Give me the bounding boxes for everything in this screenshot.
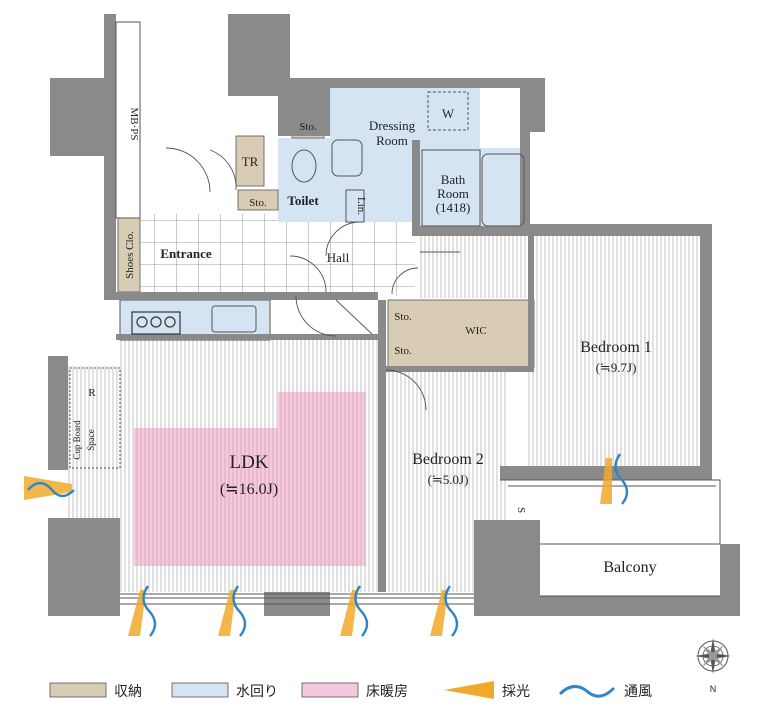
bathroom-floor bbox=[420, 148, 528, 232]
legend-swatch-water bbox=[171, 682, 229, 698]
room-labels: MB·PS TR Sto. Sto. Toilet Lin. Dressing … bbox=[72, 106, 657, 576]
entrance-label: Entrance bbox=[160, 246, 212, 261]
legend-ventilation-icon bbox=[558, 685, 616, 698]
ventilation-icon bbox=[444, 585, 459, 637]
toilet-floor bbox=[278, 138, 330, 222]
dressing-label: Dressing bbox=[369, 118, 416, 133]
legend: 収納 水回り 床暖房 採光 通風 bbox=[49, 681, 652, 699]
cooktop bbox=[131, 311, 181, 335]
sto-wic-label-2: Sto. bbox=[394, 345, 412, 357]
lin-floor bbox=[346, 190, 364, 222]
legend-swatch-floor-heat bbox=[301, 682, 359, 698]
mbps-label: MB·PS bbox=[128, 107, 140, 140]
space-label: Space bbox=[86, 429, 96, 451]
legend-label-storage: 収納 bbox=[114, 683, 142, 699]
bedroom2-size: (≒5.0J) bbox=[428, 472, 469, 487]
tr-storage bbox=[235, 135, 265, 187]
tr-label: TR bbox=[242, 154, 259, 169]
legend-label-water: 水回り bbox=[236, 683, 278, 699]
bath-inner bbox=[421, 149, 481, 227]
bath-label-2: Room bbox=[437, 186, 469, 201]
entrance-tiles bbox=[140, 214, 415, 296]
bedroom1-size: (≒9.7J) bbox=[596, 360, 637, 375]
ventilation-icon bbox=[354, 585, 369, 637]
sto-wic-label-1: Sto. bbox=[394, 311, 412, 323]
daylight-icon bbox=[430, 590, 448, 636]
ldk-label: LDK bbox=[229, 452, 268, 473]
cupboard-label: Cup Board bbox=[72, 420, 82, 460]
sink bbox=[331, 139, 363, 177]
mbps-outline bbox=[115, 21, 141, 219]
ventilation-icon bbox=[27, 481, 75, 498]
compass: N bbox=[695, 638, 731, 694]
toilet-label: Toilet bbox=[287, 193, 319, 208]
toilet-bowl bbox=[291, 149, 317, 183]
shoes-label: Shoes Clo. bbox=[124, 231, 136, 279]
legend-label-ventilation: 通風 bbox=[624, 683, 652, 699]
s-label: S bbox=[515, 507, 527, 513]
legend-label-daylight: 採光 bbox=[502, 683, 530, 699]
daylight-icon bbox=[24, 476, 72, 500]
daylight-icon bbox=[128, 590, 146, 636]
legend-swatch-storage bbox=[49, 682, 107, 698]
dressing-label-2: Room bbox=[376, 133, 408, 148]
cupboard-outline bbox=[69, 367, 121, 469]
ventilation-icon bbox=[142, 585, 157, 637]
kitchen-sink bbox=[211, 305, 257, 333]
ldk-size: (≒16.0J) bbox=[220, 481, 278, 498]
walls bbox=[48, 14, 740, 616]
floor-hatch-hallway bbox=[420, 236, 530, 298]
window-lines bbox=[120, 479, 721, 605]
bath-label-1: Bath bbox=[441, 172, 466, 187]
sto-toilet-storage bbox=[237, 189, 279, 211]
ventilation-icon bbox=[614, 453, 629, 505]
balcony-label: Balcony bbox=[603, 559, 656, 576]
sto-toilet-label: Sto. bbox=[249, 197, 267, 209]
tub bbox=[481, 153, 525, 227]
floor-hatch-bed1 bbox=[528, 236, 700, 472]
r-label: R bbox=[88, 387, 96, 399]
kitchen-counter bbox=[119, 299, 271, 341]
ventilation-icon bbox=[232, 585, 247, 637]
sto-top-label: Sto. bbox=[299, 121, 317, 133]
daylight-icon bbox=[600, 458, 612, 504]
compass-north-label: N bbox=[710, 684, 717, 694]
door-swings bbox=[165, 147, 460, 411]
daylight-icon bbox=[218, 590, 236, 636]
daylight-ventilation-markers bbox=[24, 453, 629, 637]
bedroom1-label: Bedroom 1 bbox=[580, 339, 652, 356]
legend-label-floor-heat: 床暖房 bbox=[366, 683, 408, 699]
bedroom2-label: Bedroom 2 bbox=[412, 451, 484, 468]
floor-heating-area bbox=[134, 392, 366, 566]
w-box bbox=[427, 91, 469, 131]
wic-label: WIC bbox=[465, 325, 486, 337]
w-label: W bbox=[442, 106, 455, 121]
bath-label-3: (1418) bbox=[436, 200, 471, 215]
hall-label: Hall bbox=[327, 250, 350, 265]
daylight-icon bbox=[340, 590, 358, 636]
lin-label: Lin. bbox=[355, 197, 367, 215]
legend-daylight-icon bbox=[444, 681, 494, 699]
